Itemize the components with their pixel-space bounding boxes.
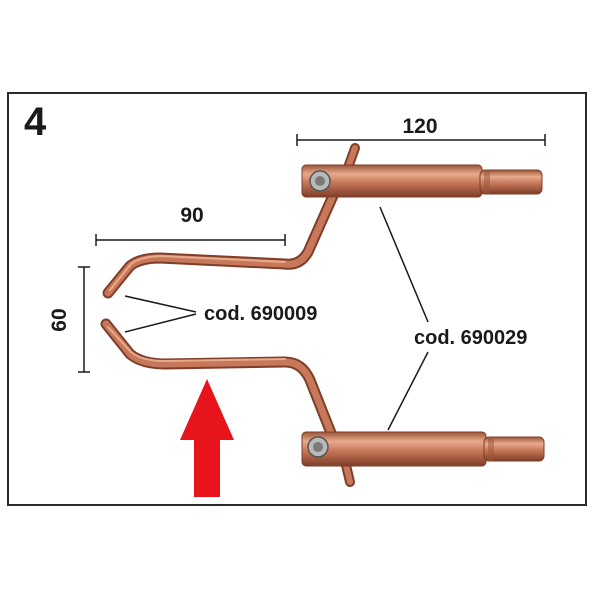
dimension-90-label: 90 bbox=[180, 204, 203, 227]
lower-set-screw-icon bbox=[307, 436, 329, 458]
upper-electrode-arm bbox=[102, 174, 346, 299]
figure-number: 4 bbox=[24, 100, 47, 144]
arm-code-leaders bbox=[124, 295, 197, 333]
figure-frame bbox=[7, 92, 587, 506]
arm-code-label: cod. 690009 bbox=[204, 303, 317, 325]
holder-code-leaders bbox=[379, 206, 429, 431]
dimension-120-label: 120 bbox=[402, 115, 437, 138]
dimension-60: 60 bbox=[48, 266, 90, 373]
upper-set-screw-icon bbox=[309, 170, 331, 192]
lower-electrode-holder bbox=[301, 431, 545, 467]
dimension-60-label: 60 bbox=[48, 308, 71, 331]
up-arrow-icon bbox=[180, 379, 234, 497]
lower-electrode-arm bbox=[100, 318, 339, 444]
holder-code-label: cod. 690029 bbox=[414, 327, 527, 349]
dimension-120: 120 bbox=[296, 115, 546, 146]
dimension-90: 90 bbox=[95, 204, 286, 246]
upper-electrode-holder bbox=[301, 164, 543, 198]
